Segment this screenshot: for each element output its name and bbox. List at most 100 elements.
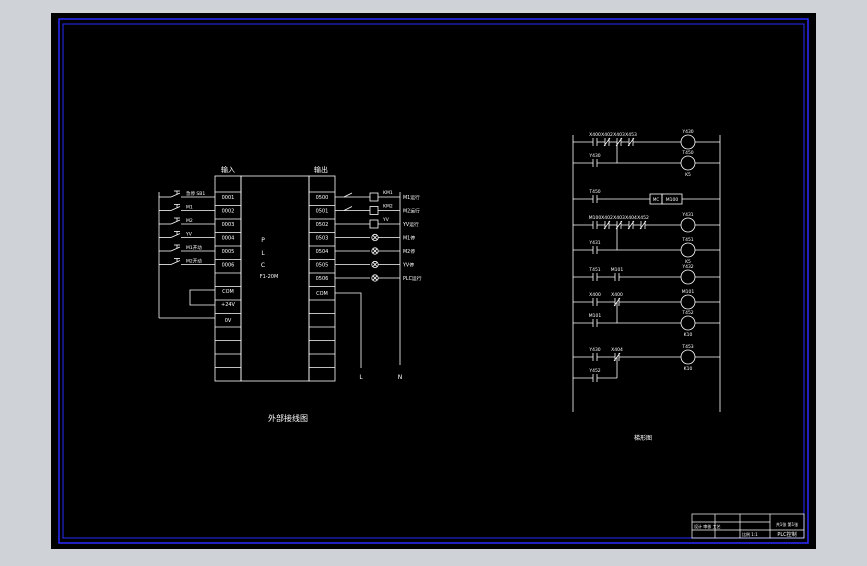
output-terminal-0502: 0502: [316, 222, 329, 228]
title-block-scale: 比例 1:1: [742, 531, 758, 537]
title-block-drawing-name: PLC控制: [777, 531, 796, 538]
output-com-l-wire: [335, 292, 362, 368]
output-label-2: M2运行: [403, 208, 420, 215]
ladder-contact-nc: [627, 137, 635, 147]
ladder-coil-label: T452: [681, 310, 693, 316]
ladder-contact-nc: [639, 220, 647, 230]
input-switch-contact: [170, 219, 181, 225]
ladder-contact-label: X452: [637, 215, 649, 221]
ladder-diagram: [572, 134, 721, 412]
ladder-contact-nc: [603, 137, 611, 147]
ladder-mc-label: MC: [653, 197, 659, 202]
output-label-1: M1运行: [403, 194, 420, 201]
ladder-coil-note: K10: [684, 332, 693, 338]
power-n-label: N: [398, 374, 403, 381]
ladder-contact-label: X403: [613, 132, 625, 138]
ladder-coil-note: K10: [684, 366, 693, 372]
input-label-5: M1开动: [186, 244, 202, 251]
indicator-lamp-cross: [372, 248, 378, 254]
input-terminal-0005: 0005: [222, 249, 235, 255]
input-label-6: M2开动: [186, 258, 202, 265]
outer-border-frame: [58, 18, 809, 544]
output-label-6: YV停: [402, 262, 414, 269]
output-contact: [343, 206, 353, 211]
input-label-3: M2: [186, 218, 193, 224]
title-block: [691, 513, 805, 539]
input-label-4: YV: [185, 232, 193, 238]
ladder-contact-label: X403: [613, 215, 625, 221]
input-label-2: M1: [186, 205, 193, 211]
input-switch-contact: [170, 192, 181, 198]
ladder-diagram-title: 梯形图: [634, 434, 652, 442]
input-0v-label: 0V: [225, 318, 232, 324]
input-com-label: COM: [222, 289, 234, 295]
input-header: 输入: [221, 165, 235, 174]
ladder-coil-label: Y432: [681, 264, 693, 270]
ladder-contact-label: X404: [625, 215, 637, 221]
ladder-contact-label: X400: [589, 292, 601, 298]
input-switch-contact: [170, 206, 181, 211]
ladder-coil-label: T451: [681, 237, 693, 243]
ladder-contact-label: X400: [589, 132, 601, 138]
input-switch-contact: [170, 233, 181, 238]
input-terminal-0006: 0006: [222, 263, 235, 269]
ladder-coil-label: M100: [666, 197, 679, 203]
ladder-contact-label: Y430: [588, 153, 600, 159]
ladder-coil-label: T450: [681, 150, 693, 156]
output-label-4: M1停: [403, 235, 415, 242]
output-label-7: PLC运行: [403, 275, 422, 282]
relay-label-2: KM2: [383, 204, 393, 210]
ladder-contact-label: T451: [588, 267, 600, 273]
output-label-5: M2停: [403, 248, 415, 255]
ladder-coil-label: M101: [682, 289, 695, 295]
wiring-diagram: [158, 175, 401, 382]
output-terminal-0501: 0501: [316, 209, 329, 215]
ladder-contact-label: Y430: [588, 347, 600, 353]
ladder-contact-label: M101: [611, 267, 624, 273]
output-terminal-0500: 0500: [316, 195, 329, 201]
title-block-left-text: 设计 审核 工艺: [694, 523, 721, 529]
output-com-label: COM: [316, 291, 328, 297]
ladder-coil-note: K5: [685, 172, 691, 178]
input-switch-contact: [170, 260, 181, 265]
ladder-coil-label: Y430: [681, 129, 693, 135]
indicator-lamp-cross: [372, 261, 378, 268]
ladder-contact-label: X453: [625, 132, 637, 138]
output-contact: [343, 192, 353, 198]
plc-model: F1-20M: [260, 274, 279, 280]
ladder-coil-note: K5: [685, 259, 691, 265]
input-terminal-0004: 0004: [222, 236, 235, 242]
ladder-contact-label: Y452: [588, 368, 600, 374]
ladder-contact-label: M101: [589, 313, 602, 319]
plc-letter-c: C: [261, 262, 265, 269]
drawing-sheet: [51, 13, 816, 549]
input-terminal-0003: 0003: [222, 222, 235, 228]
inner-border-frame: [62, 23, 805, 539]
output-label-3: YV运行: [402, 221, 419, 228]
relay-label-1: KM1: [383, 190, 393, 196]
relay-label-3: YV: [382, 217, 390, 223]
input-24v-label: +24V: [221, 302, 236, 308]
indicator-lamp-cross: [372, 234, 378, 241]
ladder-contact-label: Y431: [588, 240, 600, 246]
indicator-lamp-cross: [372, 275, 378, 281]
input-label-1: 急停 SB1: [186, 190, 205, 197]
input-terminal-0001: 0001: [222, 195, 235, 201]
plc-letter-l: L: [261, 250, 265, 257]
title-block-frame: [691, 513, 805, 539]
ladder-contact-label: T450: [588, 189, 600, 195]
output-terminal-column: [308, 175, 336, 382]
wiring-diagram-title: 外部接线图: [268, 413, 308, 423]
power-l-label: L: [359, 374, 363, 381]
ladder-contact-label: X402: [601, 132, 613, 138]
input-terminal-0002: 0002: [222, 209, 235, 215]
ladder-coil-label: T453: [681, 344, 693, 350]
input-switch-contact: [170, 246, 181, 252]
output-terminal-0506: 0506: [316, 276, 329, 282]
input-terminal-column: [214, 175, 242, 382]
output-terminal-0503: 0503: [316, 236, 329, 242]
plc-letter-p: P: [261, 237, 265, 244]
ladder-contact-label: X400: [611, 292, 623, 298]
